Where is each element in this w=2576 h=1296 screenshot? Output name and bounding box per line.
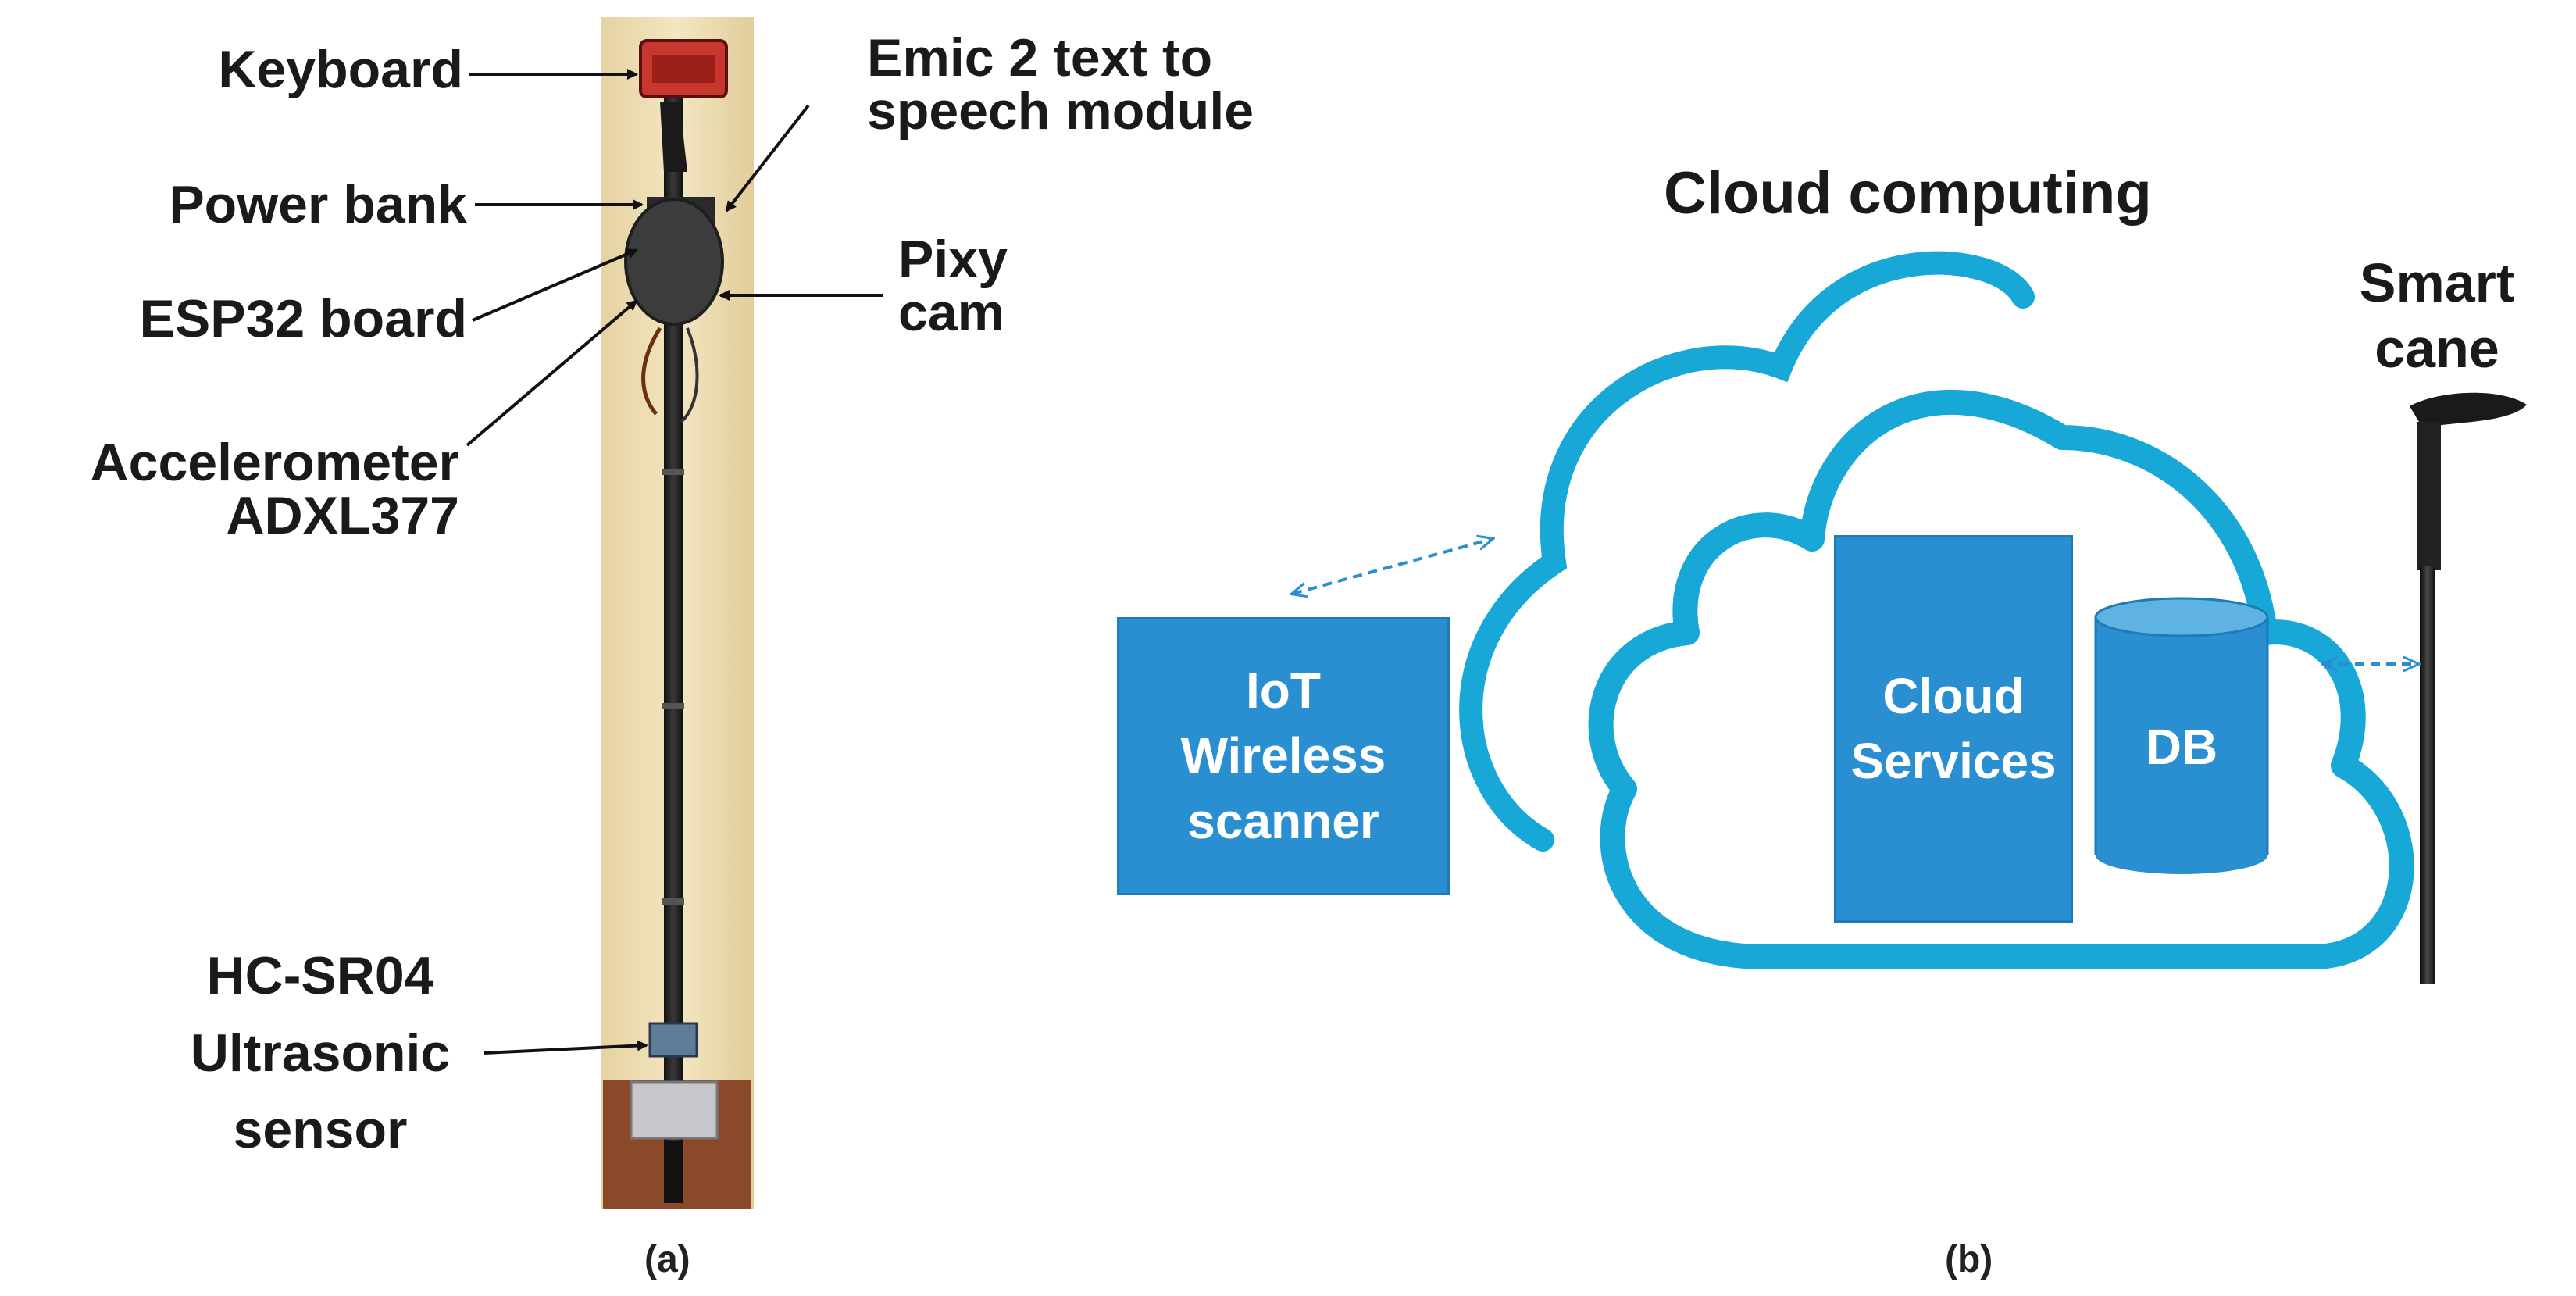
db-bottom [2096,837,2267,874]
iot-wireless-scanner-box: IoT Wireless scanner [1117,617,1450,895]
db-top [2094,597,2269,637]
label-ultrasonic: HC-SR04 Ultrasonic sensor [190,946,451,1160]
outer-cloud-outline [1459,251,2035,852]
smart-cane-grip [2417,422,2441,570]
smart-cane-shaft [2420,566,2435,984]
arrow-accelerometer [466,299,638,447]
smart-cane-label: Smart cane [2359,252,2515,379]
cloud-services-box: Cloud Services [1834,535,2073,923]
db-label: DB [2145,719,2218,775]
ultrasonic-device [648,1022,698,1058]
caption-a: (a) [644,1239,690,1280]
arrow-iot-cloud [1293,539,1492,594]
caption-b: (b) [1945,1239,1993,1280]
cane-handle [660,102,687,172]
label-power-bank: Power bank [169,175,467,234]
label-pixy-cam: Pixy cam [898,230,1008,342]
label-accelerometer: Accelerometer ADXL377 [90,433,459,545]
label-keyboard: Keyboard [218,40,463,99]
smart-cane-handle [2410,392,2527,426]
label-emic: Emic 2 text to speech module [867,28,1254,141]
label-esp32: ESP32 board [139,289,468,348]
inner-cloud-outline [1588,390,2414,969]
arrow-esp32 [472,248,638,322]
arrow-ultrasonic [483,1040,648,1055]
arrow-emic [725,104,810,212]
db-body [2096,617,2267,855]
esp32-enclosure [624,198,724,326]
cloud-computing-title: Cloud computing [1664,160,2152,227]
